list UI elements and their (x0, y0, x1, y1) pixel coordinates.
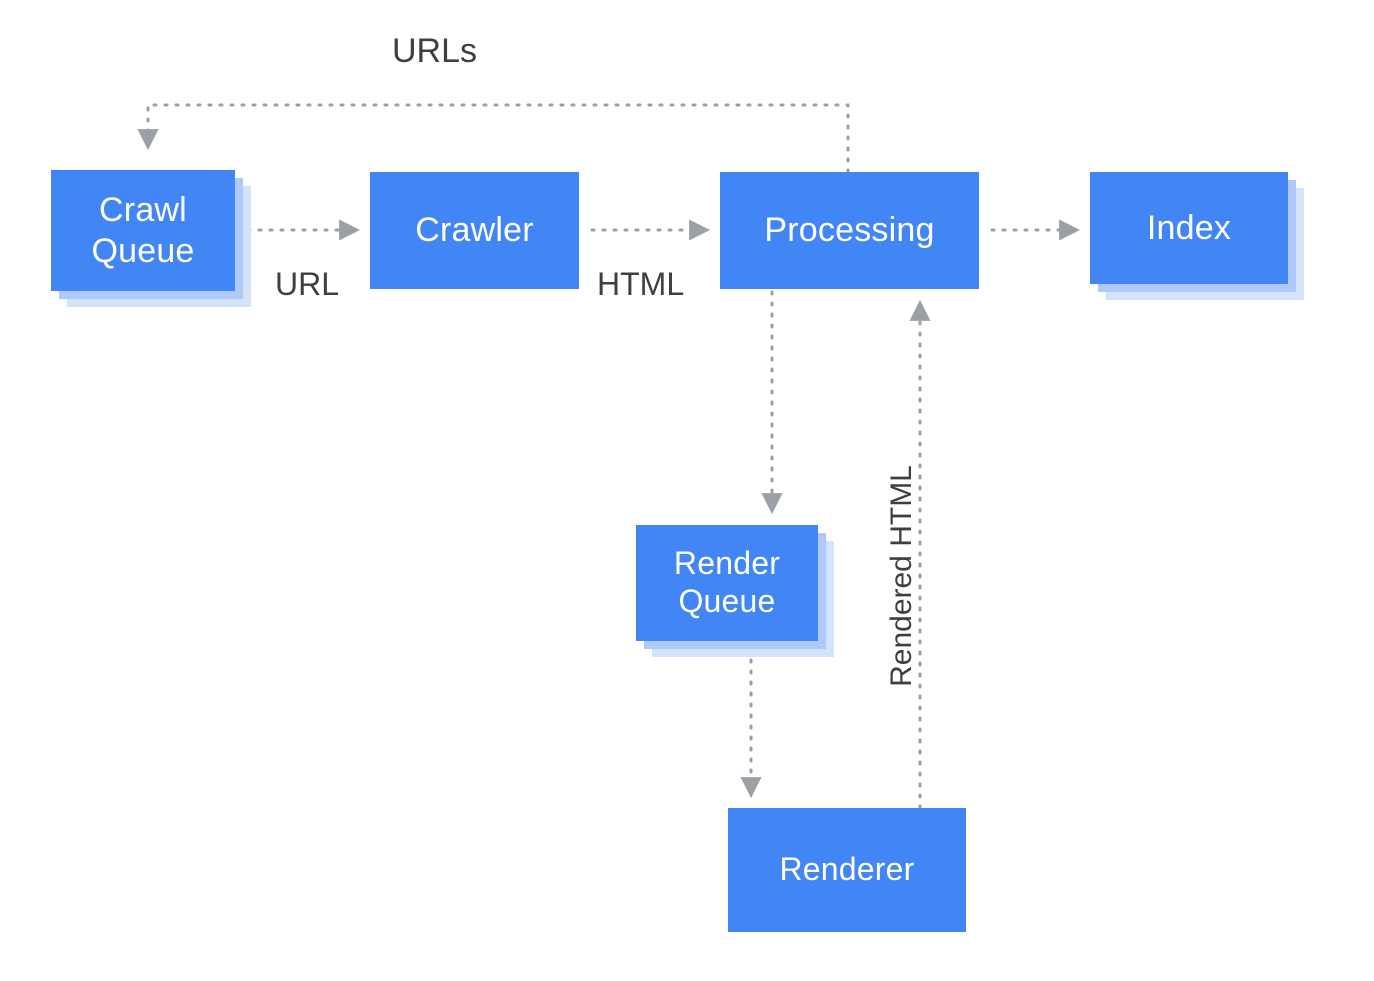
node-crawl-queue[interactable]: Crawl Queue (51, 170, 235, 291)
node-index-label: Index (1146, 208, 1232, 247)
node-render-queue-label-line2: Queue (678, 583, 776, 619)
node-crawl-queue-label-line2: Queue (91, 231, 195, 270)
edge-label-urls: URLs (392, 32, 478, 70)
node-crawl-queue-label-line1: Crawl (99, 191, 187, 230)
node-index[interactable]: Index (1090, 172, 1288, 284)
node-crawl-queue-label: Crawl Queue (91, 190, 194, 270)
node-renderer[interactable]: Renderer (728, 808, 966, 932)
edge-label-rendered-html: Rendered HTML (885, 465, 918, 687)
edge-label-url: URL (275, 266, 340, 302)
node-render-queue-label-line1: Render (673, 545, 781, 582)
node-processing-label: Processing (764, 211, 935, 250)
node-crawler[interactable]: Crawler (370, 172, 579, 289)
node-renderer-label: Renderer (779, 851, 915, 888)
edge-label-html: HTML (597, 266, 685, 302)
node-render-queue[interactable]: Render Queue (636, 525, 818, 641)
edge-urls-path (137, 103, 850, 174)
node-processing[interactable]: Processing (720, 172, 979, 289)
node-render-queue-label: Render Queue (674, 545, 780, 621)
node-crawler-label: Crawler (415, 211, 534, 250)
